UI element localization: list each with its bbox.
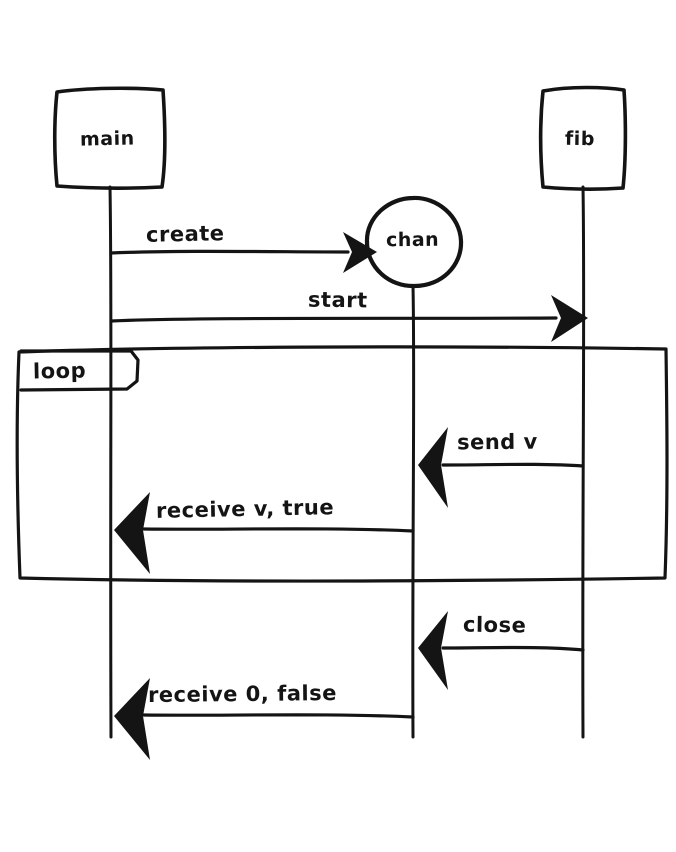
participant-fib-box[interactable]	[538, 85, 628, 191]
participant-label-main: main	[79, 127, 135, 151]
lifeline-main	[108, 185, 113, 739]
message-receive-v-true	[114, 492, 415, 574]
message-start	[109, 295, 588, 342]
message-close	[418, 611, 585, 690]
loop-frame	[15, 345, 669, 583]
message-label-start: start	[307, 287, 368, 313]
participant-label-fib: fib	[564, 127, 596, 151]
message-send-v	[418, 427, 585, 508]
message-label-create: create	[145, 221, 225, 247]
message-label-receive-v-true: receive v, true	[155, 495, 335, 523]
participant-label-chan: chan	[385, 228, 440, 252]
lifeline-chan	[411, 284, 416, 739]
message-create	[109, 232, 377, 273]
lifeline-fib	[581, 185, 586, 739]
participant-chan-circle[interactable]	[364, 195, 464, 289]
message-label-receive-0-false: receive 0, false	[147, 681, 338, 707]
message-label-send-v: send v	[456, 429, 538, 455]
participant-main-box[interactable]	[52, 86, 167, 190]
loop-frame-label: loop	[32, 358, 87, 384]
message-label-close: close	[462, 612, 527, 638]
message-receive-0-false	[114, 678, 415, 760]
